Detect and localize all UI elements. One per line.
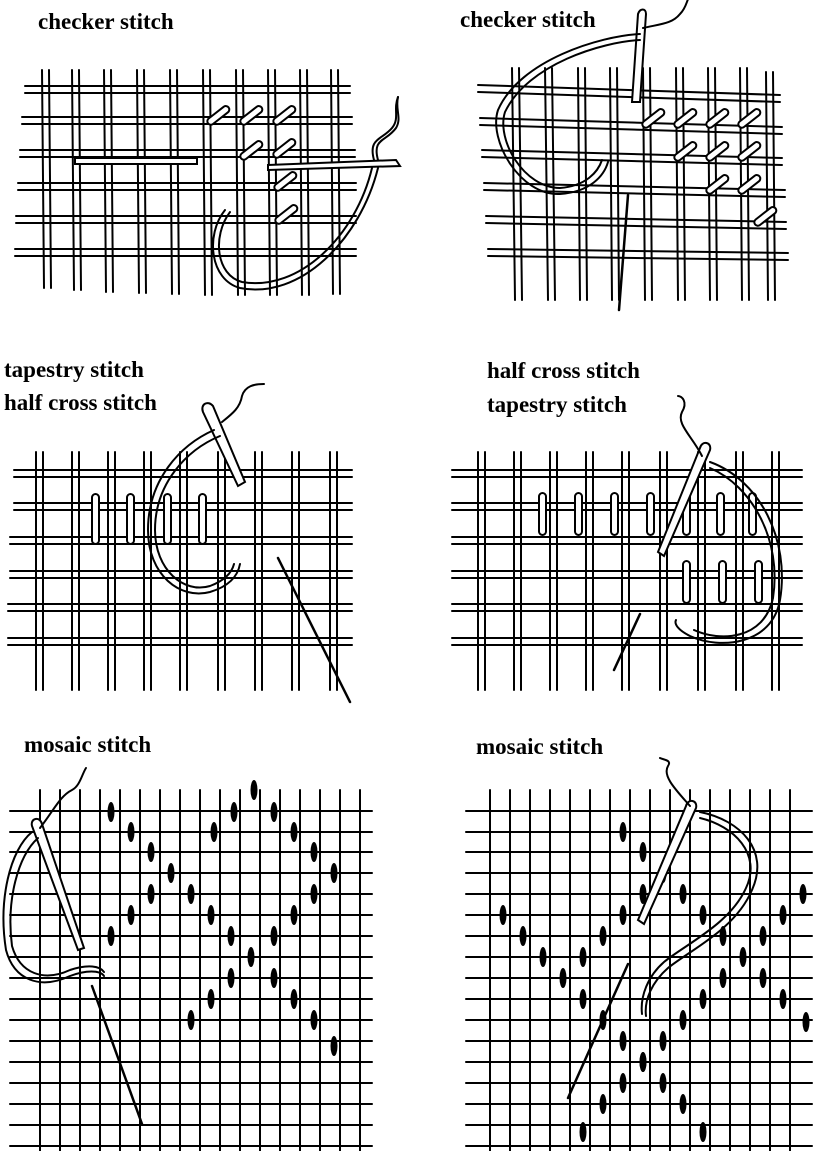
panel5-needle-thread (4, 768, 142, 1124)
panel6-canvas-grid (466, 790, 812, 1151)
panel5-canvas-grid (10, 790, 372, 1151)
panel1-canvas-grid (15, 70, 356, 295)
panel5-stitches (108, 780, 338, 1056)
panel3-canvas-grid (8, 452, 352, 690)
